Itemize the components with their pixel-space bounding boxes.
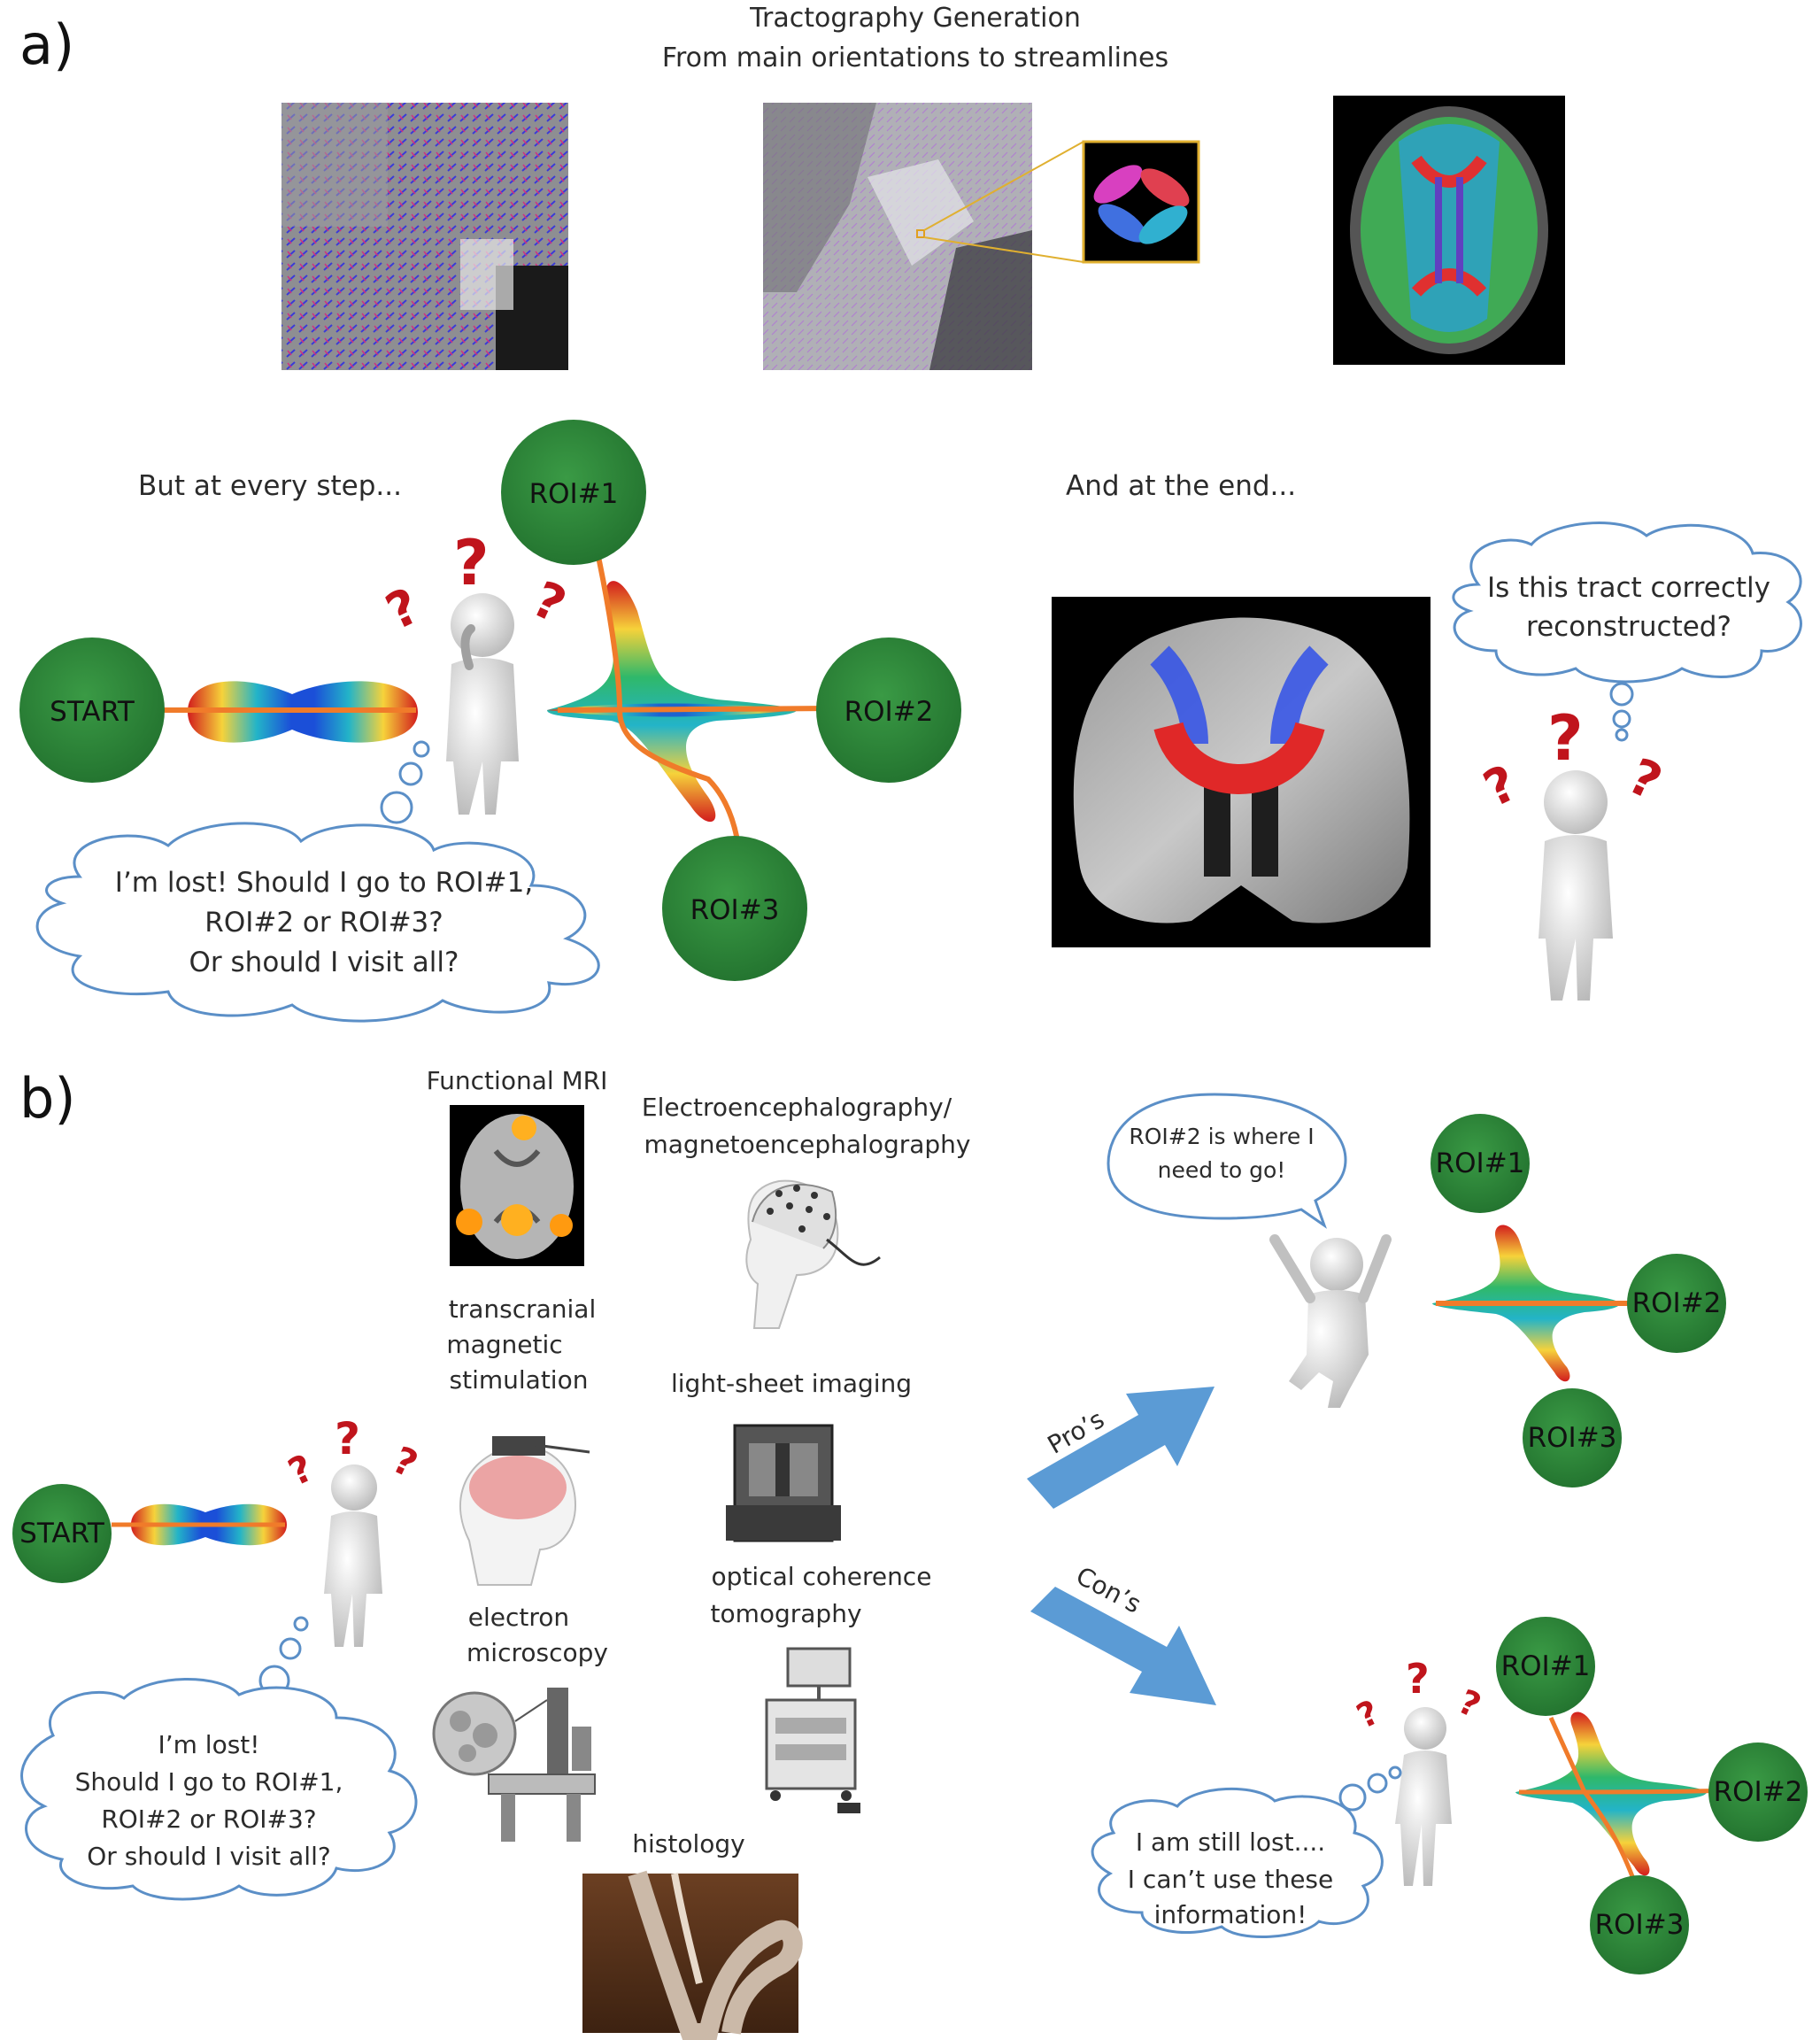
cross-fodf [547, 581, 797, 823]
svg-text:ROI#1: ROI#1 [529, 478, 619, 510]
histology-image [582, 1870, 803, 2040]
start-node: START [19, 638, 165, 783]
svg-text:I’m lost!: I’m lost! [158, 1730, 259, 1759]
start-label: START [50, 696, 135, 728]
roi1-node-pros: ROI#1 [1431, 1114, 1530, 1213]
svg-text:?: ? [524, 570, 575, 635]
svg-text:?: ? [281, 1446, 320, 1495]
tms-image [459, 1436, 590, 1586]
svg-text:ROI#2 is where I: ROI#2 is where I [1129, 1124, 1314, 1149]
lightsheet-image [726, 1424, 841, 1542]
coronal-tract-image [1052, 597, 1431, 947]
roi2-node-cons: ROI#2 [1708, 1742, 1808, 1842]
pros-arrow: Pro’s [1027, 1387, 1215, 1509]
svg-text:ROI#3: ROI#3 [1528, 1422, 1617, 1454]
lightsheet-label: light-sheet imaging [671, 1369, 912, 1398]
svg-text:ROI#2: ROI#2 [1632, 1287, 1722, 1319]
oct-label-line-2: tomography [710, 1599, 861, 1628]
svg-text:I can’t use these: I can’t use these [1128, 1865, 1333, 1894]
thought-dots-b [258, 1616, 309, 1696]
svg-text:?: ? [1620, 747, 1670, 812]
title-line-1: Tractography Generation [749, 3, 1081, 34]
thinking-person-a [446, 593, 519, 815]
roi2-node-pros: ROI#2 [1627, 1254, 1726, 1353]
thought-dots-a [380, 740, 430, 824]
axial-tractography-image [1333, 96, 1565, 365]
svg-text:?: ? [378, 577, 428, 642]
roi1-node-a: ROI#1 [501, 420, 646, 565]
start-node-b: START [12, 1484, 112, 1583]
svg-text:need to go!: need to go! [1158, 1157, 1286, 1183]
tms-label-line-1: transcranial [449, 1294, 597, 1324]
lost-cloud-a: I’m lost! Should I go to ROI#1, ROI#2 or… [35, 822, 600, 1023]
roi3-node-pros: ROI#3 [1523, 1388, 1622, 1488]
svg-text:?: ? [1547, 702, 1584, 775]
svg-text:?: ? [1476, 754, 1526, 819]
svg-text:?: ? [386, 1438, 424, 1487]
thinking-person-cons [1395, 1707, 1452, 1886]
fmri-image [450, 1105, 584, 1266]
title-line-2: From main orientations to streamlines [662, 42, 1168, 73]
em-label-line-2: microscopy [467, 1638, 608, 1667]
thinking-person-tract [1539, 770, 1613, 1001]
svg-text:ROI#1: ROI#1 [1501, 1650, 1591, 1682]
svg-text:Should I go to ROI#1,: Should I go to ROI#1, [75, 1767, 343, 1797]
start-label-b: START [19, 1518, 105, 1549]
oct-label-line-1: optical coherence [712, 1562, 932, 1591]
histology-label: histology [632, 1829, 744, 1858]
happy-person [1269, 1234, 1392, 1408]
svg-text:?: ? [1351, 1692, 1385, 1735]
happy-speech-bubble: ROI#2 is where I need to go! [1107, 1093, 1347, 1229]
tms-label-line-3: stimulation [450, 1365, 589, 1395]
thinking-person-b [324, 1464, 382, 1647]
svg-text:Or should I visit all?: Or should I visit all? [87, 1842, 330, 1871]
thought-dots-cons [1338, 1766, 1402, 1812]
fmri-label: Functional MRI [427, 1066, 608, 1095]
eeg-label-line-1: Electroencephalography/ [642, 1093, 952, 1122]
lost-cloud-b: I’m lost! Should I go to ROI#1, ROI#2 or… [20, 1678, 418, 1901]
cons-streamline-horizontal [1518, 1788, 1736, 1795]
svg-text:?: ? [1406, 1655, 1430, 1703]
svg-text:ROI#2: ROI#2 [1714, 1776, 1803, 1808]
roi1-node-cons: ROI#1 [1496, 1617, 1595, 1716]
svg-text:ROI#3: ROI#3 [690, 894, 780, 926]
still-lost-cloud: I am still lost.... I can’t use these in… [1091, 1787, 1384, 1938]
svg-text:ROI#2 or ROI#3?: ROI#2 or ROI#3? [101, 1804, 316, 1834]
orientation-field-image [281, 103, 568, 370]
panel-b-label: b) [19, 1066, 76, 1131]
svg-text:Or should I visit all?: Or should I visit all? [189, 947, 459, 978]
svg-text:?: ? [335, 1413, 360, 1464]
svg-text:ROI#2: ROI#2 [844, 696, 934, 728]
svg-text:reconstructed?: reconstructed? [1526, 611, 1731, 643]
svg-text:I am still lost....: I am still lost.... [1136, 1828, 1325, 1857]
svg-text:?: ? [453, 527, 490, 599]
cross-streamline-horizontal [557, 706, 833, 713]
svg-text:ROI#1: ROI#1 [1436, 1148, 1525, 1179]
eeg-cap-image [745, 1179, 881, 1329]
svg-text:ROI#2 or ROI#3?: ROI#2 or ROI#3? [204, 907, 443, 939]
cross-streamline-vertical [589, 523, 743, 860]
eeg-label-line-2: magnetoencephalography [644, 1130, 970, 1159]
svg-text:Is this tract correctly: Is this tract correctly [1487, 572, 1770, 604]
panel-a-label: a) [19, 12, 74, 77]
svg-text:I’m lost! Should I go to ROI#1: I’m lost! Should I go to ROI#1, [115, 867, 533, 899]
tms-label-line-2: magnetic [446, 1330, 562, 1359]
em-image [432, 1688, 596, 1842]
at-end-text: And at the end... [1066, 470, 1296, 502]
thought-dots-tract [1609, 682, 1634, 742]
roi2-node-a: ROI#2 [816, 638, 961, 783]
zoomed-glyph-image [763, 103, 1200, 370]
oct-image [765, 1647, 860, 1813]
svg-text:ROI#3: ROI#3 [1595, 1909, 1685, 1941]
roi3-node-cons: ROI#3 [1590, 1875, 1689, 1974]
svg-text:information!: information! [1154, 1900, 1307, 1929]
roi3-node-a: ROI#3 [662, 836, 807, 981]
tract-question-cloud: Is this tract correctly reconstructed? [1452, 522, 1802, 684]
every-step-text: But at every step... [138, 470, 402, 502]
cons-arrow: Con’s [1030, 1561, 1216, 1705]
svg-text:?: ? [1453, 1682, 1487, 1726]
em-label-line-1: electron [468, 1603, 569, 1632]
